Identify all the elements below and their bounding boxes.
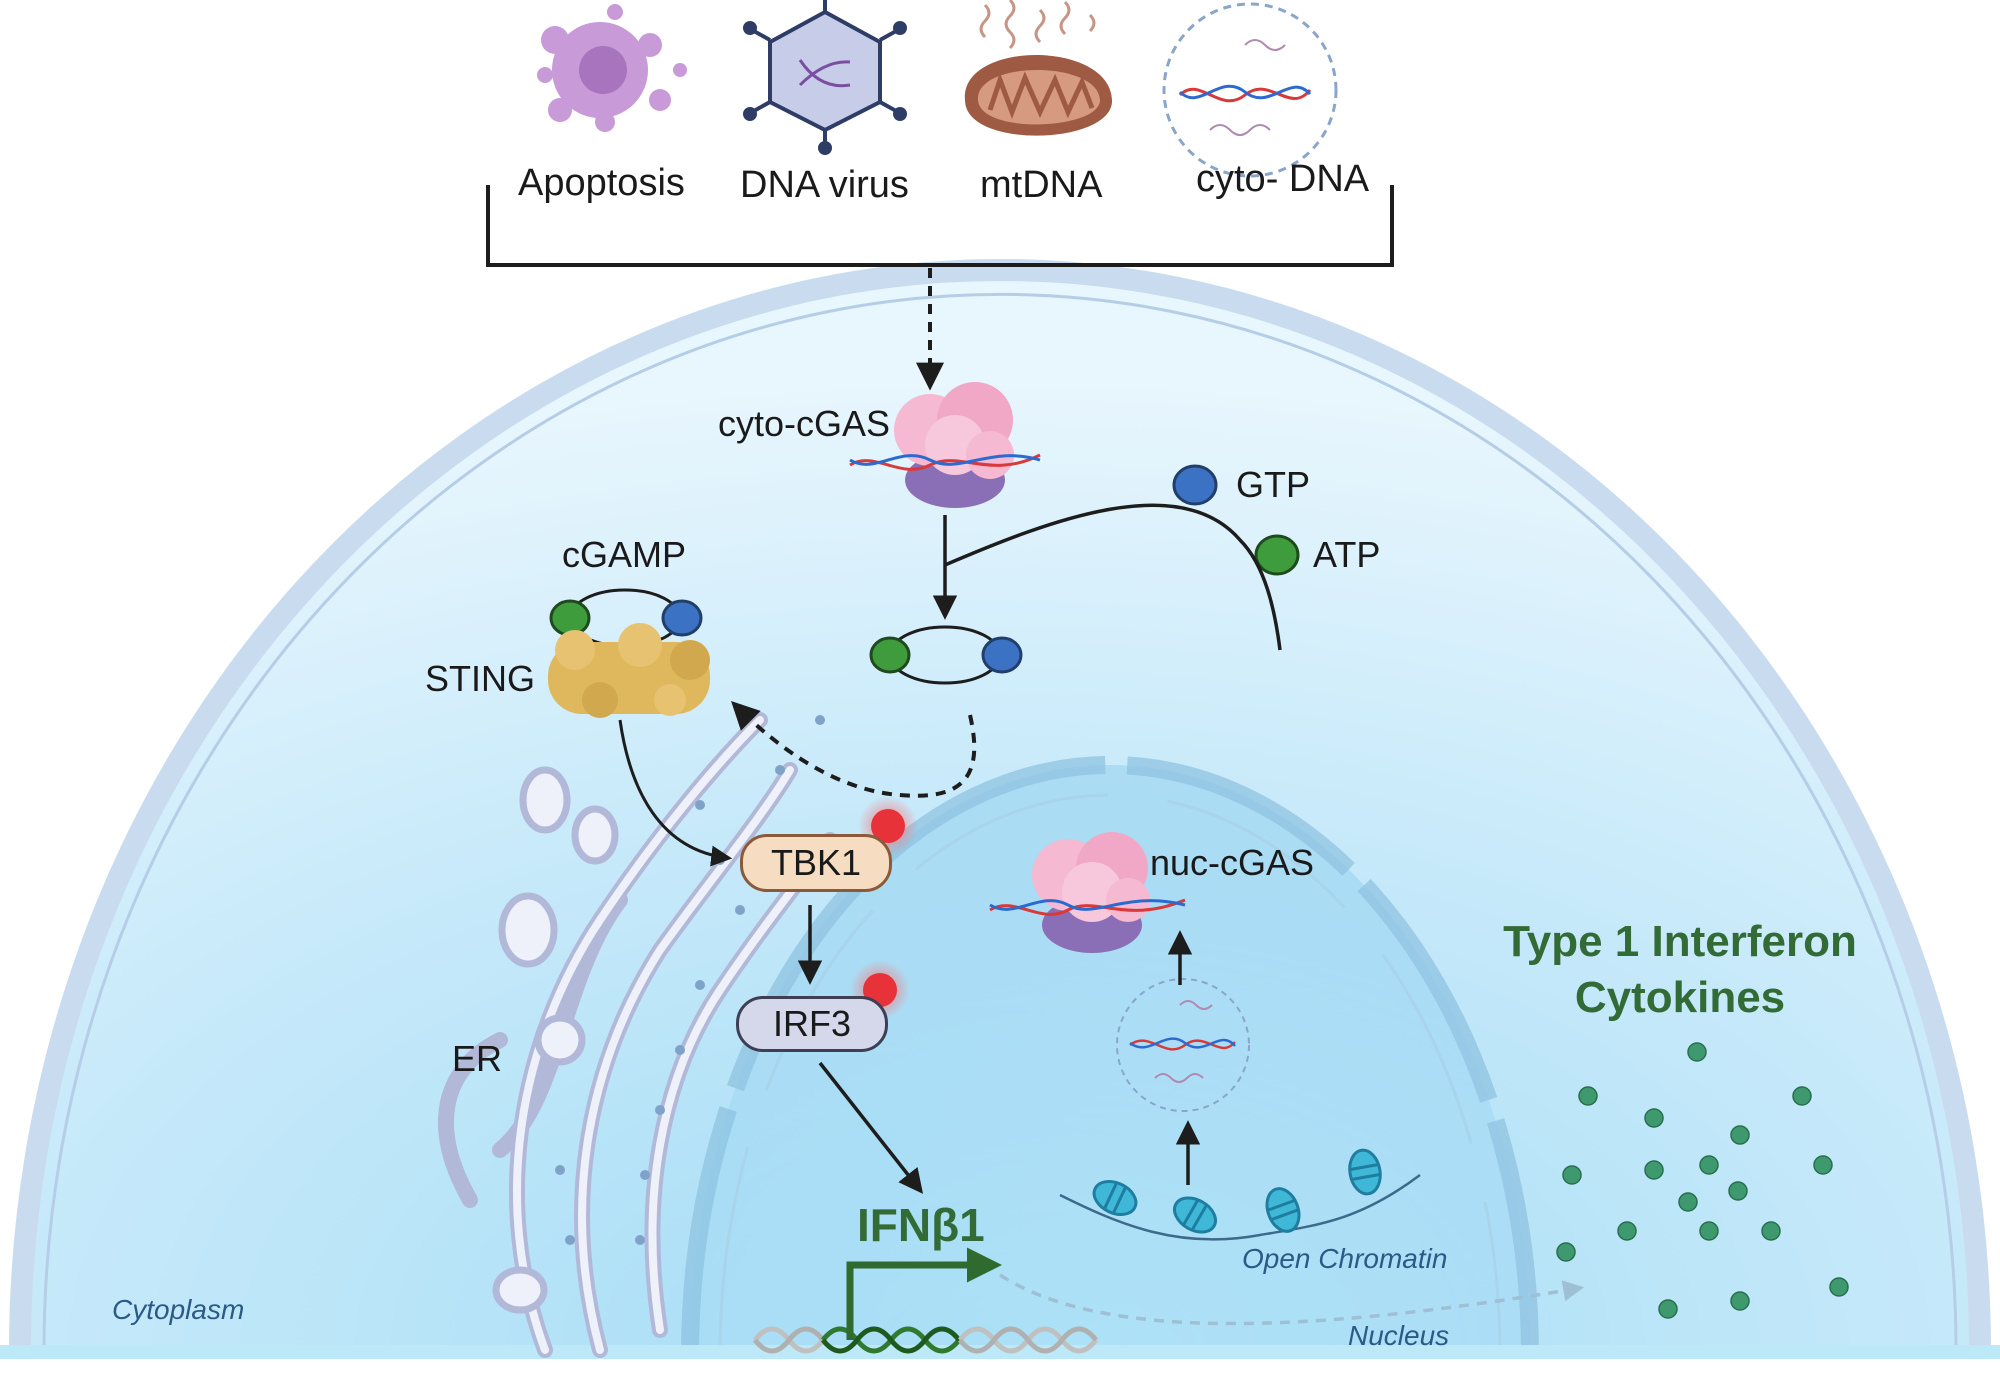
sting-to-tbk1-arrow: [618, 719, 733, 867]
nucleus-label: Nucleus: [1348, 1320, 1450, 1351]
er-vesicles: [492, 766, 619, 1314]
released-dna-icon: [1116, 978, 1250, 1112]
atp-molecule-icon: [1254, 534, 1300, 576]
trigger-label-dna-virus: DNA virus: [740, 164, 909, 206]
bottom-band: [0, 1345, 2000, 1359]
cytokine-dots: [1556, 1042, 1849, 1319]
cytosolic-dna-icon: [1162, 2, 1338, 178]
cyto-cgas-protein: [849, 382, 1041, 508]
gtp-label: GTP: [1236, 464, 1311, 505]
irf3-node: IRF3: [736, 996, 888, 1052]
er-label: ER: [452, 1038, 503, 1079]
dna-virus-icon: [743, 0, 907, 155]
nuc-cgas-protein: [989, 832, 1186, 953]
mitochondrion-icon: [964, 0, 1113, 136]
interferon-title-line1: Type 1 Interferon: [1503, 917, 1857, 966]
cgamp-to-sting-arrow: [731, 701, 977, 798]
irf3-to-ifnb1-arrow: [818, 1061, 924, 1194]
nucleosome-icons: [1092, 1148, 1382, 1234]
substrate-curve: [944, 503, 1282, 651]
cytoplasm-label: Cytoplasm: [112, 1294, 245, 1325]
trigger-label-cyto-dna: cyto- DNA: [1196, 158, 1370, 200]
trigger-label-mtdna: mtDNA: [980, 164, 1103, 206]
secretion-arrow: [999, 1273, 1585, 1326]
transcription-arrow: [846, 1247, 1002, 1340]
cyto-cgas-label: cyto-cGAS: [718, 403, 891, 444]
sting-protein: [548, 623, 710, 718]
apoptotic-cell-icon: [537, 4, 687, 132]
nuc-cgas-label: nuc-cGAS: [1150, 842, 1315, 883]
irf3-label: IRF3: [772, 1003, 851, 1044]
cgamp-product-icon: [869, 625, 1023, 685]
trigger-label-apoptosis: Apoptosis: [518, 162, 685, 204]
ifnb1-gene-label: IFNβ1: [857, 1199, 985, 1251]
trigger-bracket: [486, 185, 1394, 267]
tbk1-phospho-icon: [871, 809, 905, 843]
gtp-molecule-icon: [1172, 464, 1218, 506]
interferon-title-line2: Cytokines: [1574, 973, 1786, 1022]
nucleus: [681, 756, 1539, 1356]
cgamp-label: cGAMP: [562, 534, 687, 575]
sting-label: STING: [425, 658, 536, 699]
tbk1-node: TBK1: [740, 834, 892, 892]
chromatin-strand: [1059, 1173, 1421, 1241]
atp-label: ATP: [1313, 534, 1381, 575]
open-chromatin-label: Open Chromatin: [1242, 1243, 1448, 1274]
tbk1-label: TBK1: [770, 842, 862, 883]
